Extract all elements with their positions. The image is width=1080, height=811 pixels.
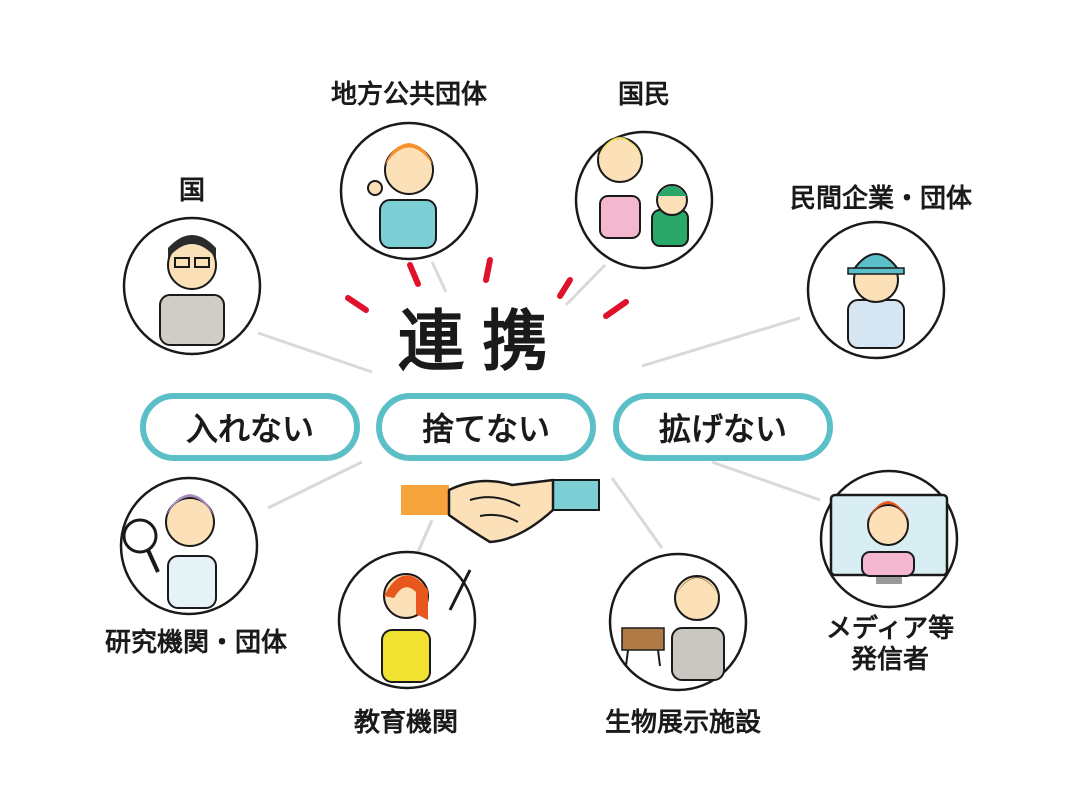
caption-private: 民間企業・団体 (789, 184, 972, 214)
principle-pill-no-spread: 拡げない (613, 393, 833, 461)
burst-mark (483, 257, 493, 283)
caption-media-line1: メディア等 (825, 614, 955, 644)
avatar-national (122, 216, 262, 356)
principle-label: 拡げない (658, 410, 787, 448)
connector-education (416, 519, 434, 553)
principle-pill-no-introduce: 入れない (140, 393, 360, 461)
avatar-zoo (608, 552, 748, 692)
caption-zoo: 生物展示施設 (604, 708, 761, 738)
title: 連携 (398, 303, 566, 380)
connector-zoo (610, 477, 664, 549)
handshake-icon (401, 478, 600, 544)
burst-mark (407, 262, 421, 287)
caption-research: 研究機関・団体 (104, 628, 287, 658)
caption-media-line2: 発信者 (850, 645, 929, 675)
connector-research (267, 460, 363, 510)
connector-lines (257, 261, 821, 553)
caption-national: 国 (178, 176, 205, 206)
connector-private (641, 316, 801, 368)
burst-mark (345, 295, 369, 313)
connector-media (711, 460, 821, 502)
principle-label: 入れない (185, 410, 314, 448)
burst-mark (603, 299, 629, 319)
connector-local-gov (430, 261, 448, 293)
avatar-local-gov (339, 121, 479, 261)
principle-pill-no-release: 捨てない (376, 393, 596, 461)
avatar-education (337, 550, 477, 690)
connector-national (257, 331, 373, 374)
caption-citizens: 国民 (617, 80, 670, 110)
principle-label: 捨てない (421, 410, 550, 448)
burst-marks (345, 257, 629, 319)
avatar-private (806, 220, 946, 360)
avatar-media (819, 469, 959, 609)
burst-mark (557, 277, 573, 299)
avatar-research (119, 476, 259, 616)
caption-education: 教育機関 (353, 708, 458, 738)
connector-citizens (564, 263, 607, 307)
caption-local-gov: 地方公共団体 (330, 80, 487, 110)
avatar-citizens (574, 130, 714, 270)
